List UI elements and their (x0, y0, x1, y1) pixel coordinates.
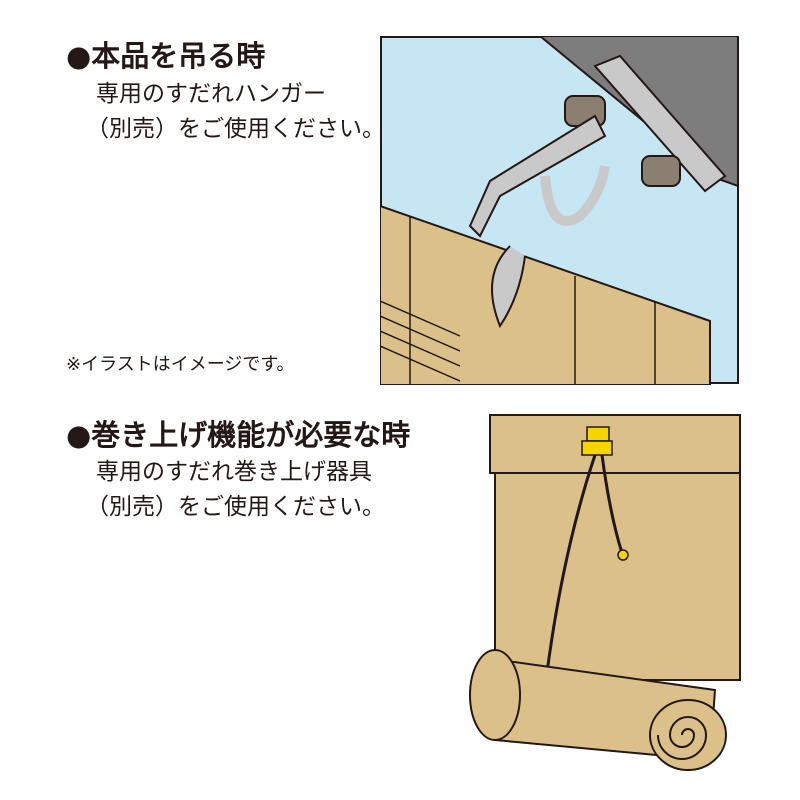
hanging-text-line1: 専用のすだれハンガー (96, 81, 326, 107)
rollup-text-line1: 専用のすだれ巻き上げ器具 (96, 459, 372, 485)
rollup-illustration (469, 414, 741, 771)
illustration-note: ※イラストはイメージです。 (66, 354, 295, 375)
heading-hanging: ●本品を吊る時 (66, 39, 266, 73)
rollup-text-line2: （別売）をご使用ください。 (86, 494, 385, 520)
heading-rollup: ●巻き上げ機能が必要な時 (66, 418, 411, 452)
hanging-text-line2: （別売）をご使用ください。 (86, 116, 385, 142)
hanger-illustration (380, 36, 739, 385)
